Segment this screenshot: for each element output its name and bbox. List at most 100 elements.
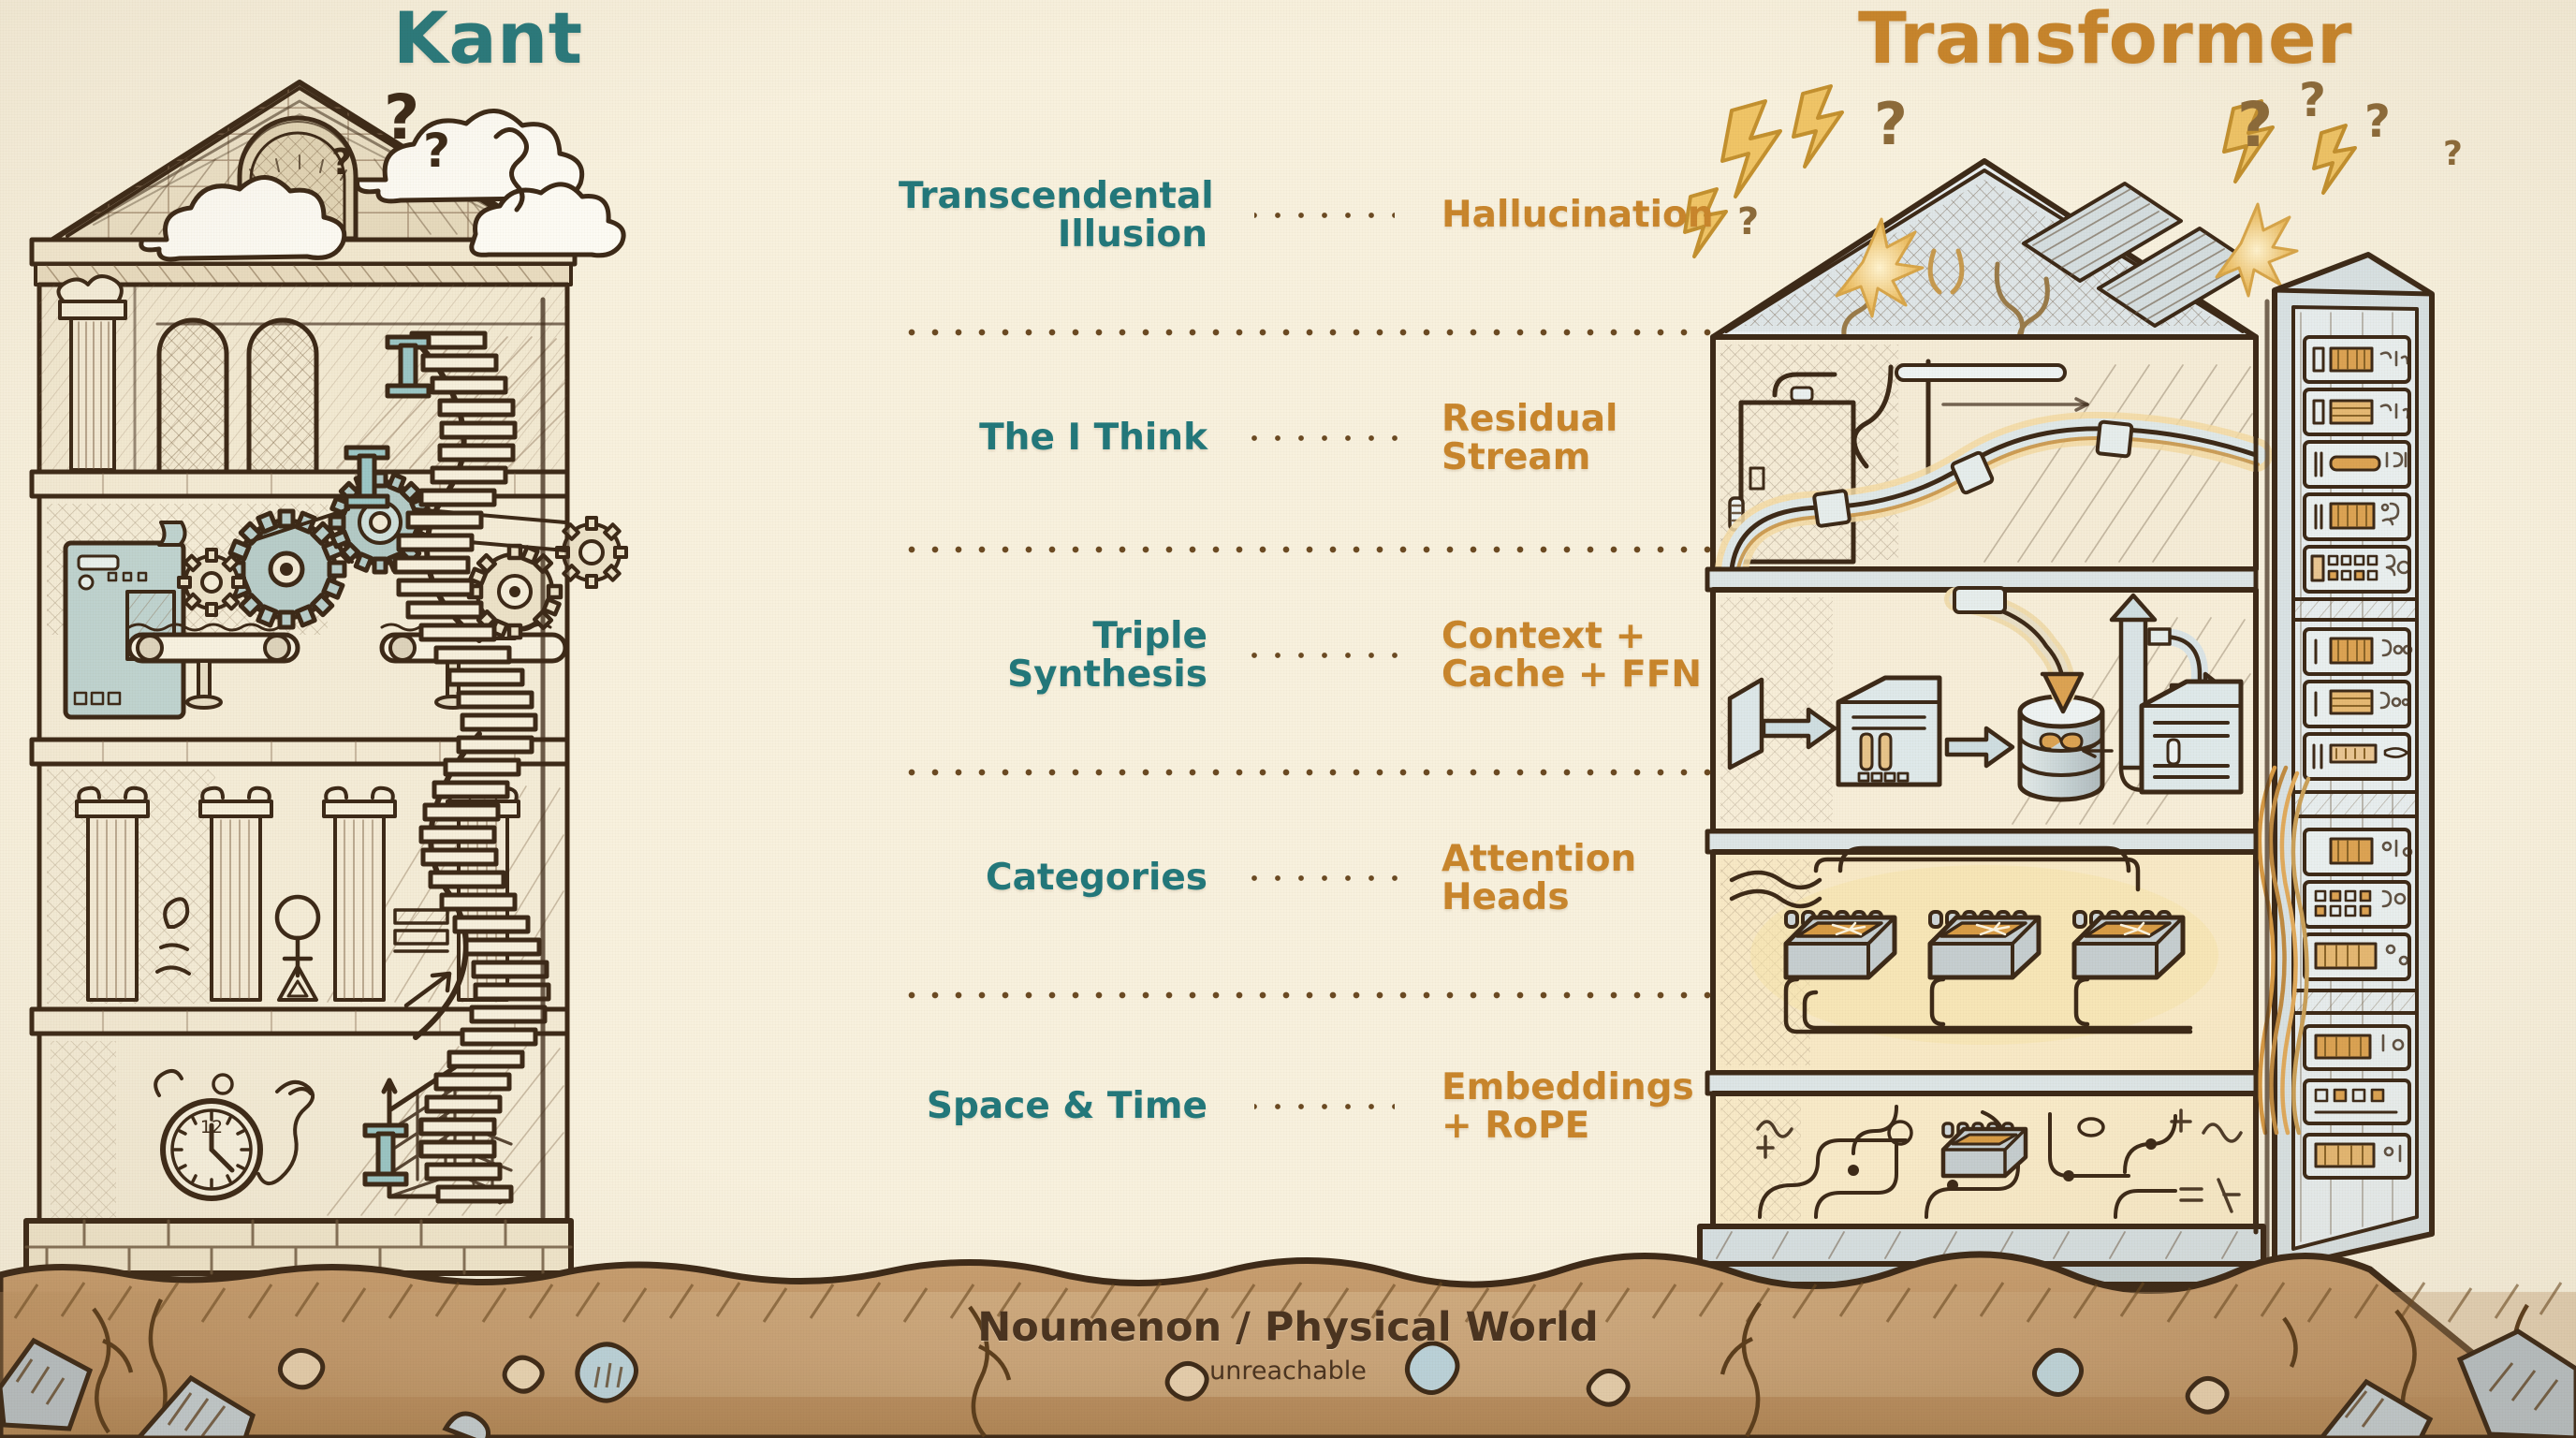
rack-unit xyxy=(2303,880,2411,929)
floor-marker-I xyxy=(385,334,432,399)
rack-unit xyxy=(2303,388,2411,436)
floor-marker-I xyxy=(344,445,390,509)
lightning-group xyxy=(1683,84,2357,258)
concept-row-1: Transcendental Illusion Hallucination xyxy=(899,150,1722,281)
inner-arcade xyxy=(156,317,319,475)
cloud-icon xyxy=(469,182,626,258)
pebble xyxy=(2032,1347,2084,1397)
lightning-bolt-icon xyxy=(2222,99,2275,183)
rock xyxy=(0,1337,94,1431)
embeddings-rope-floor xyxy=(1710,1091,2259,1229)
transformer-building-illustration: ? ? ? ? ? ? xyxy=(1683,73,2463,1287)
machine-box xyxy=(63,521,187,720)
question-mark-icon: ? xyxy=(2299,73,2326,127)
flow-arrow xyxy=(1944,726,2015,769)
row-divider-3 xyxy=(893,768,1726,777)
soil-hatching xyxy=(13,1282,2563,1323)
concept-row-5: Space & Time Embeddings + RoPE xyxy=(899,1041,1722,1172)
rack-vent xyxy=(2291,597,2419,622)
lightning-bolt-icon xyxy=(1792,84,1844,169)
question-mark-icon: ? xyxy=(331,141,352,183)
sine-glyph xyxy=(2202,1123,2243,1143)
question-mark-icon: ? xyxy=(2237,89,2273,161)
corinthian-column xyxy=(56,274,127,472)
question-mark-icon: ? xyxy=(1737,200,1759,243)
row-divider-2 xyxy=(893,545,1726,554)
connector-dots-1 xyxy=(1254,211,1395,220)
question-mark-icon: ? xyxy=(2443,135,2463,173)
rack-vent xyxy=(2291,989,2419,1015)
spark-icon xyxy=(1835,217,1925,318)
sine-glyph xyxy=(1756,1120,1793,1138)
cable-bundle xyxy=(2257,765,2311,1136)
rack-unit-list xyxy=(2291,335,2419,1180)
gpu-chip xyxy=(1783,910,1897,980)
residual-pipe xyxy=(1715,411,2273,586)
triangle-symbol xyxy=(277,964,318,1002)
gpu-chip xyxy=(1927,910,2042,980)
spark-icon xyxy=(2215,202,2299,298)
rack-vent xyxy=(2291,790,2419,818)
transformer-concept-5: Embeddings + RoPE xyxy=(1442,1065,1694,1147)
gpu-chip xyxy=(2071,910,2186,980)
concept-mapping-table: Transcendental Illusion Hallucination Th… xyxy=(893,140,1726,1226)
machinery-floor xyxy=(37,470,628,742)
gpu-chip-row xyxy=(1783,910,2186,980)
rock xyxy=(442,1411,491,1438)
pebble xyxy=(1164,1360,1209,1401)
concept-row-2: The I Think Residual Stream xyxy=(899,373,1722,504)
server-rack-tower xyxy=(2257,252,2435,1272)
arrow-symbol xyxy=(403,971,452,1008)
foundation xyxy=(23,1218,574,1276)
attention-heads-floor xyxy=(1710,845,2259,1076)
plus-glyph xyxy=(2170,1108,2192,1133)
row-divider-1 xyxy=(893,328,1726,337)
floor-marker-group xyxy=(344,334,432,1187)
pebble xyxy=(502,1355,545,1394)
rack-unit xyxy=(2303,440,2411,489)
kant-concept-2: The I Think xyxy=(979,417,1208,460)
theta-glyph xyxy=(2217,1178,2241,1213)
rack-unit xyxy=(2303,1078,2411,1125)
attic-floor xyxy=(37,274,570,475)
category-symbols xyxy=(155,894,452,1008)
connector-dots-5 xyxy=(1254,1102,1395,1111)
melting-time xyxy=(154,1069,315,1185)
pebble xyxy=(575,1342,638,1403)
transformer-concept-3: Context + Cache + FFN xyxy=(1442,614,1703,696)
transformer-concept-2: Residual Stream xyxy=(1442,397,1618,478)
transformer-roof xyxy=(1710,158,2259,347)
lightning-bolt-icon xyxy=(1683,187,1728,258)
rack-unit xyxy=(2303,545,2411,594)
soil-highlight xyxy=(0,1292,2576,1397)
transformer-slab-3 xyxy=(1705,1070,2259,1096)
ffn-server xyxy=(2139,679,2244,795)
question-mark-icon: ? xyxy=(2364,95,2391,148)
concept-row-3: Triple Synthesis Context + Cache + FFN xyxy=(899,590,1722,721)
connector-dots-3 xyxy=(1250,651,1399,660)
pebble xyxy=(1405,1341,1460,1395)
pebble xyxy=(1586,1368,1631,1407)
rock-shading xyxy=(15,1358,2559,1437)
transformer-concept-4: Attention Heads xyxy=(1442,837,1637,918)
rack-unit xyxy=(2303,492,2411,541)
rack-unit xyxy=(2303,1133,2411,1180)
pebble xyxy=(2185,1375,2230,1415)
connector-dots-4 xyxy=(1250,873,1399,883)
stack-symbol xyxy=(393,908,449,953)
rack-unit xyxy=(2303,627,2413,676)
kant-concept-5: Space & Time xyxy=(926,1085,1208,1128)
infinity-icon xyxy=(2039,732,2084,751)
down-arrow xyxy=(2040,671,2085,714)
lightning-bolt-icon xyxy=(1720,99,1782,198)
rack-unit xyxy=(2303,732,2411,781)
kant-building-illustration: 12 xyxy=(23,80,628,1276)
lightning-bolt-icon xyxy=(2312,124,2357,195)
rack-unit xyxy=(2303,828,2413,876)
flow-arrow xyxy=(1761,707,1837,750)
equals-glyph xyxy=(2179,1187,2203,1202)
question-mark-group: ? ? ? ? ? ? xyxy=(1737,73,2463,243)
floor-marker-I xyxy=(362,1123,409,1187)
concept-row-4: Categories Attention Heads xyxy=(899,813,1722,944)
